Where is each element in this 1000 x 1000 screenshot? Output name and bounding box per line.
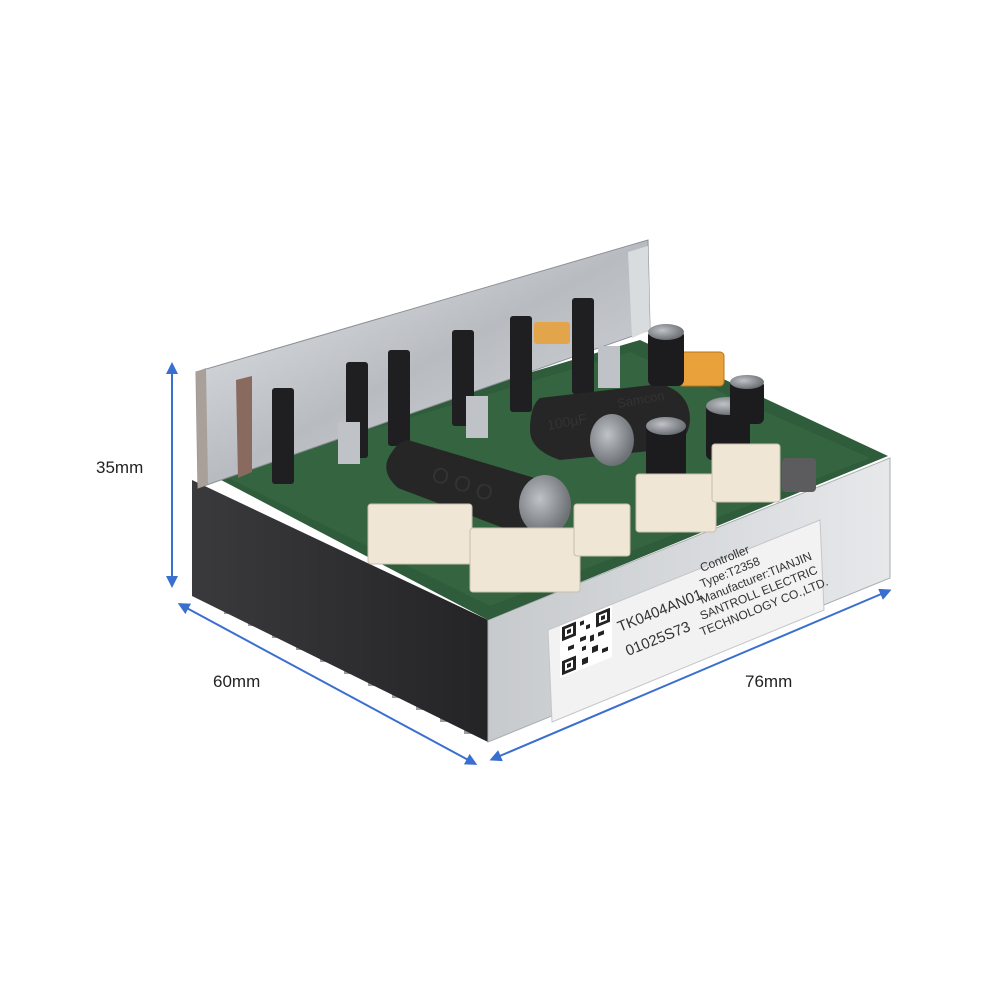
depth-dimension-label: 60mm xyxy=(213,672,261,691)
depth-dimension-line xyxy=(177,603,478,765)
width-dimension-label: 76mm xyxy=(745,672,793,691)
white-connectors xyxy=(367,443,781,593)
capacitor-rating: 100µF xyxy=(546,410,588,433)
heatsink-body xyxy=(192,480,488,742)
width-dimension-line xyxy=(489,588,892,762)
inductor xyxy=(782,458,816,492)
mosfet-tabs xyxy=(272,298,620,484)
power-connector xyxy=(677,351,725,387)
qr-code xyxy=(560,604,612,678)
metal-bracket xyxy=(195,239,651,489)
large-capacitor: O O O xyxy=(386,440,571,539)
product-label: TK0404AN01 01025S73 Controller Type:T235… xyxy=(547,519,830,723)
height-dimension-label: 35mm xyxy=(96,458,144,477)
